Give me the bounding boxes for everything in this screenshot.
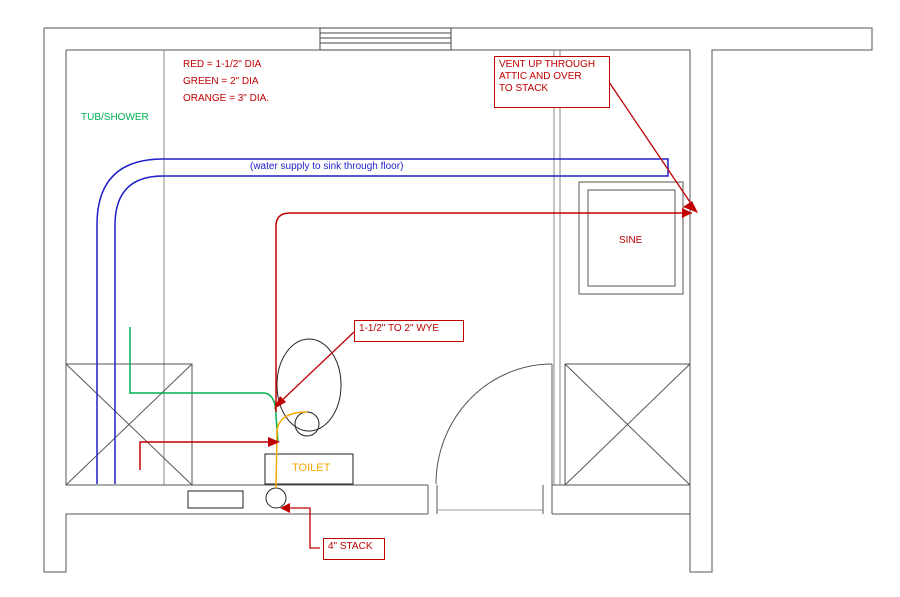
orange-pipe xyxy=(275,411,308,489)
callout-arrows xyxy=(276,81,693,549)
legend-orange: ORANGE = 3" DIA. xyxy=(183,93,270,104)
cabinet-right xyxy=(564,363,691,486)
vent-callout-line-1: VENT UP THROUGH xyxy=(499,59,596,70)
toilet-label: TOILET xyxy=(292,462,331,474)
sink-label: SINE xyxy=(619,235,643,246)
inner-wall-line-2 xyxy=(451,49,691,514)
water-supply-label: (water supply to sink through floor) xyxy=(250,161,404,172)
green-pipe xyxy=(129,327,279,443)
outer-wall-top xyxy=(44,27,873,573)
stack-callout: 4" STACK xyxy=(323,538,385,560)
stack-callout-text: 4" STACK xyxy=(328,541,373,552)
arrowheads xyxy=(268,201,698,513)
vent-callout-line-3: TO STACK xyxy=(499,83,549,94)
legend-red: RED = 1-1/2" DIA xyxy=(183,59,262,70)
legend-green: GREEN = 2" DIA xyxy=(183,76,259,87)
vent-callout-line-2: ATTIC AND OVER xyxy=(499,71,582,82)
stack-circle xyxy=(265,487,287,509)
toilet xyxy=(187,338,354,509)
water-supply-pipe xyxy=(96,158,669,484)
cabinet-left xyxy=(65,363,193,486)
wye-callout: 1-1/2" TO 2" WYE xyxy=(354,320,464,342)
sink xyxy=(578,181,684,295)
window xyxy=(319,27,452,51)
red-pipe xyxy=(139,212,692,470)
tub-shower-label: TUB/SHOWER xyxy=(81,112,149,123)
vent-callout: VENT UP THROUGH ATTIC AND OVER TO STACK xyxy=(494,56,610,108)
wye-callout-text: 1-1/2" TO 2" WYE xyxy=(359,323,440,334)
outer-wall-left xyxy=(43,28,428,573)
door xyxy=(435,363,553,485)
